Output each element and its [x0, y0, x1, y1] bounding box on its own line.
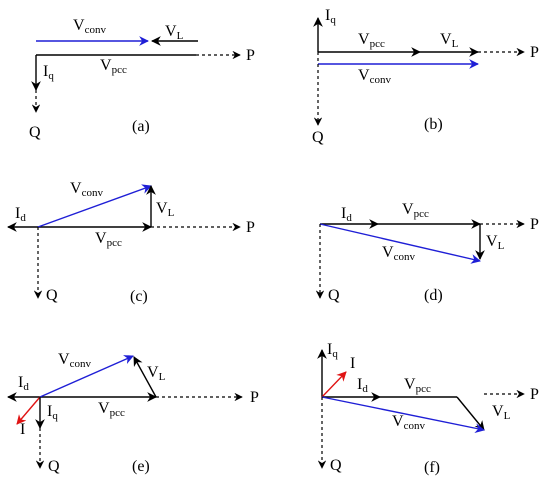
caption-f: (f) [424, 459, 440, 476]
panel-e: Id Vconv VL Vpcc I Iq P Q (e) [7, 351, 259, 475]
i-phasor-e [16, 396, 41, 425]
p-label-c: P [246, 219, 255, 236]
panel-a: Vconv VL Vpcc Iq P Q (a) [29, 17, 255, 141]
id-label-d: Id [341, 205, 352, 224]
iq-label-b: Iq [325, 7, 336, 26]
q-label-a: Q [29, 124, 41, 141]
vpcc-label-a: Vpcc [100, 57, 127, 76]
vl-label-a: VL [165, 23, 184, 42]
q-label-b: Q [312, 129, 324, 146]
p-label-e: P [250, 389, 259, 406]
vconv-label-e: Vconv [58, 351, 91, 370]
vl-label-e: VL [147, 364, 166, 383]
vconv-label-b: Vconv [358, 67, 391, 86]
vl-label-d: VL [486, 233, 505, 252]
p-label-a: P [246, 47, 255, 64]
panel-b: Iq Vpcc VL Vconv P Q (b) [312, 7, 539, 146]
caption-a: (a) [132, 118, 150, 135]
q-label-e: Q [48, 458, 60, 475]
i-label-f: I [350, 355, 355, 372]
id-label-c: Id [15, 205, 26, 224]
vl-label-b: VL [440, 31, 459, 50]
vpcc-label-b: Vpcc [358, 31, 385, 50]
iq-label-e: Iq [47, 403, 58, 422]
vconv-phasor-c [37, 184, 152, 228]
vconv-label-c: Vconv [70, 180, 103, 199]
vconv-phasor-e [39, 355, 134, 398]
iq-label-f: Iq [327, 341, 338, 360]
vpcc-label-d: Vpcc [402, 201, 429, 220]
q-label-d: Q [328, 287, 340, 304]
panel-d: Id Vpcc VL Vconv P Q (d) [315, 201, 539, 304]
p-label-d: P [530, 216, 539, 233]
vconv-phasor-d [319, 223, 481, 264]
caption-c: (c) [130, 288, 148, 305]
vl-label-f: VL [492, 403, 511, 422]
q-label-c: Q [46, 287, 58, 304]
caption-b: (b) [424, 116, 443, 133]
id-label-f: Id [357, 376, 368, 395]
vconv-label-d: Vconv [382, 244, 415, 263]
panel-f: Iq I Id Vpcc VL Vconv P Q (f) [317, 341, 539, 476]
vconv-label-a: Vconv [73, 17, 106, 36]
i-phasor-f [321, 371, 347, 398]
p-label-b: P [530, 44, 539, 61]
id-label-e: Id [18, 374, 29, 393]
vconv-phasor-f [321, 396, 485, 434]
caption-e: (e) [132, 458, 150, 475]
vpcc-label-e: Vpcc [98, 400, 125, 419]
iq-label-a: Iq [43, 63, 54, 82]
vpcc-label-c: Vpcc [95, 230, 122, 249]
vl-label-c: VL [156, 200, 175, 219]
vl-phasor-e [133, 356, 157, 398]
vconv-label-f: Vconv [392, 413, 425, 432]
vpcc-label-f: Vpcc [404, 376, 431, 395]
panel-c: Id Vconv VL Vpcc P Q (c) [7, 180, 255, 305]
i-label-e: I [20, 421, 25, 438]
caption-d: (d) [424, 287, 443, 304]
p-label-f: P [530, 386, 539, 403]
q-label-f: Q [330, 457, 342, 474]
